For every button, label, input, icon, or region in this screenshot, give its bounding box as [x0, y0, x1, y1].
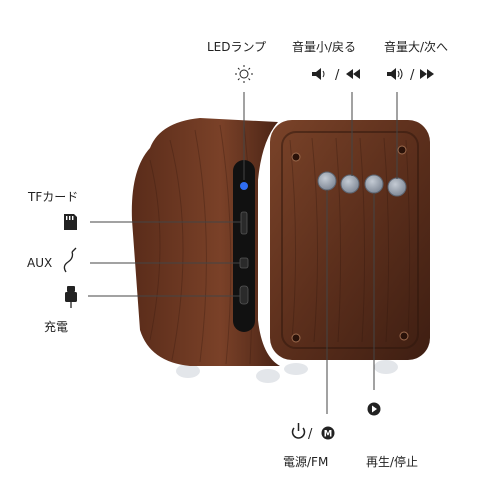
speaker-back-panel: [270, 120, 430, 360]
volume-up-next-label: 音量大/次へ: [384, 40, 449, 54]
aux-port: [239, 257, 249, 269]
leader-lines: [88, 92, 398, 414]
power-icon: [291, 423, 306, 439]
wood-grain: [289, 137, 411, 343]
speaker-foot: [284, 363, 308, 375]
aux-label: AUX: [27, 256, 53, 270]
front-control-panel: [233, 160, 255, 332]
charge-label: 充電: [44, 320, 69, 334]
play-icon: [367, 402, 381, 416]
led-lamp-label: LEDランプ: [207, 40, 267, 54]
power-fm-button[interactable]: [317, 171, 337, 191]
volume-down-prev-label: 音量小/戻る: [292, 40, 357, 54]
slash-separator: /: [335, 68, 340, 83]
speaker-foot: [374, 360, 398, 374]
led-indicator: [240, 182, 248, 190]
audio-cable-icon: [63, 247, 77, 273]
tf-card-label: TFカード: [28, 190, 79, 204]
screw: [291, 152, 301, 162]
screw: [399, 331, 409, 341]
tf-card-slot: [240, 211, 248, 235]
mode-m-icon: M: [321, 426, 335, 440]
usb-port: [239, 285, 249, 305]
screw: [397, 145, 407, 155]
slash-separator: /: [410, 68, 415, 83]
speaker-foot: [176, 364, 200, 378]
power-fm-label: 電源/FM: [283, 455, 329, 469]
play-pause-label: 再生/停止: [366, 455, 419, 469]
speaker-foot: [256, 369, 280, 383]
slash-separator: /: [308, 427, 313, 442]
speaker-high-icon: [387, 68, 403, 80]
volume-down-button[interactable]: [340, 174, 360, 194]
speaker-back-inset: [281, 131, 419, 349]
speaker-low-icon: [312, 68, 325, 80]
sd-card-icon: [64, 214, 77, 230]
svg-text:M: M: [324, 430, 332, 440]
fast-forward-icon: [420, 69, 434, 79]
play-pause-button[interactable]: [364, 174, 384, 194]
volume-up-button[interactable]: [387, 177, 407, 197]
usb-plug-icon: [65, 286, 77, 308]
rewind-icon: [346, 69, 360, 79]
sun-icon: [235, 65, 253, 83]
screw: [291, 333, 301, 343]
